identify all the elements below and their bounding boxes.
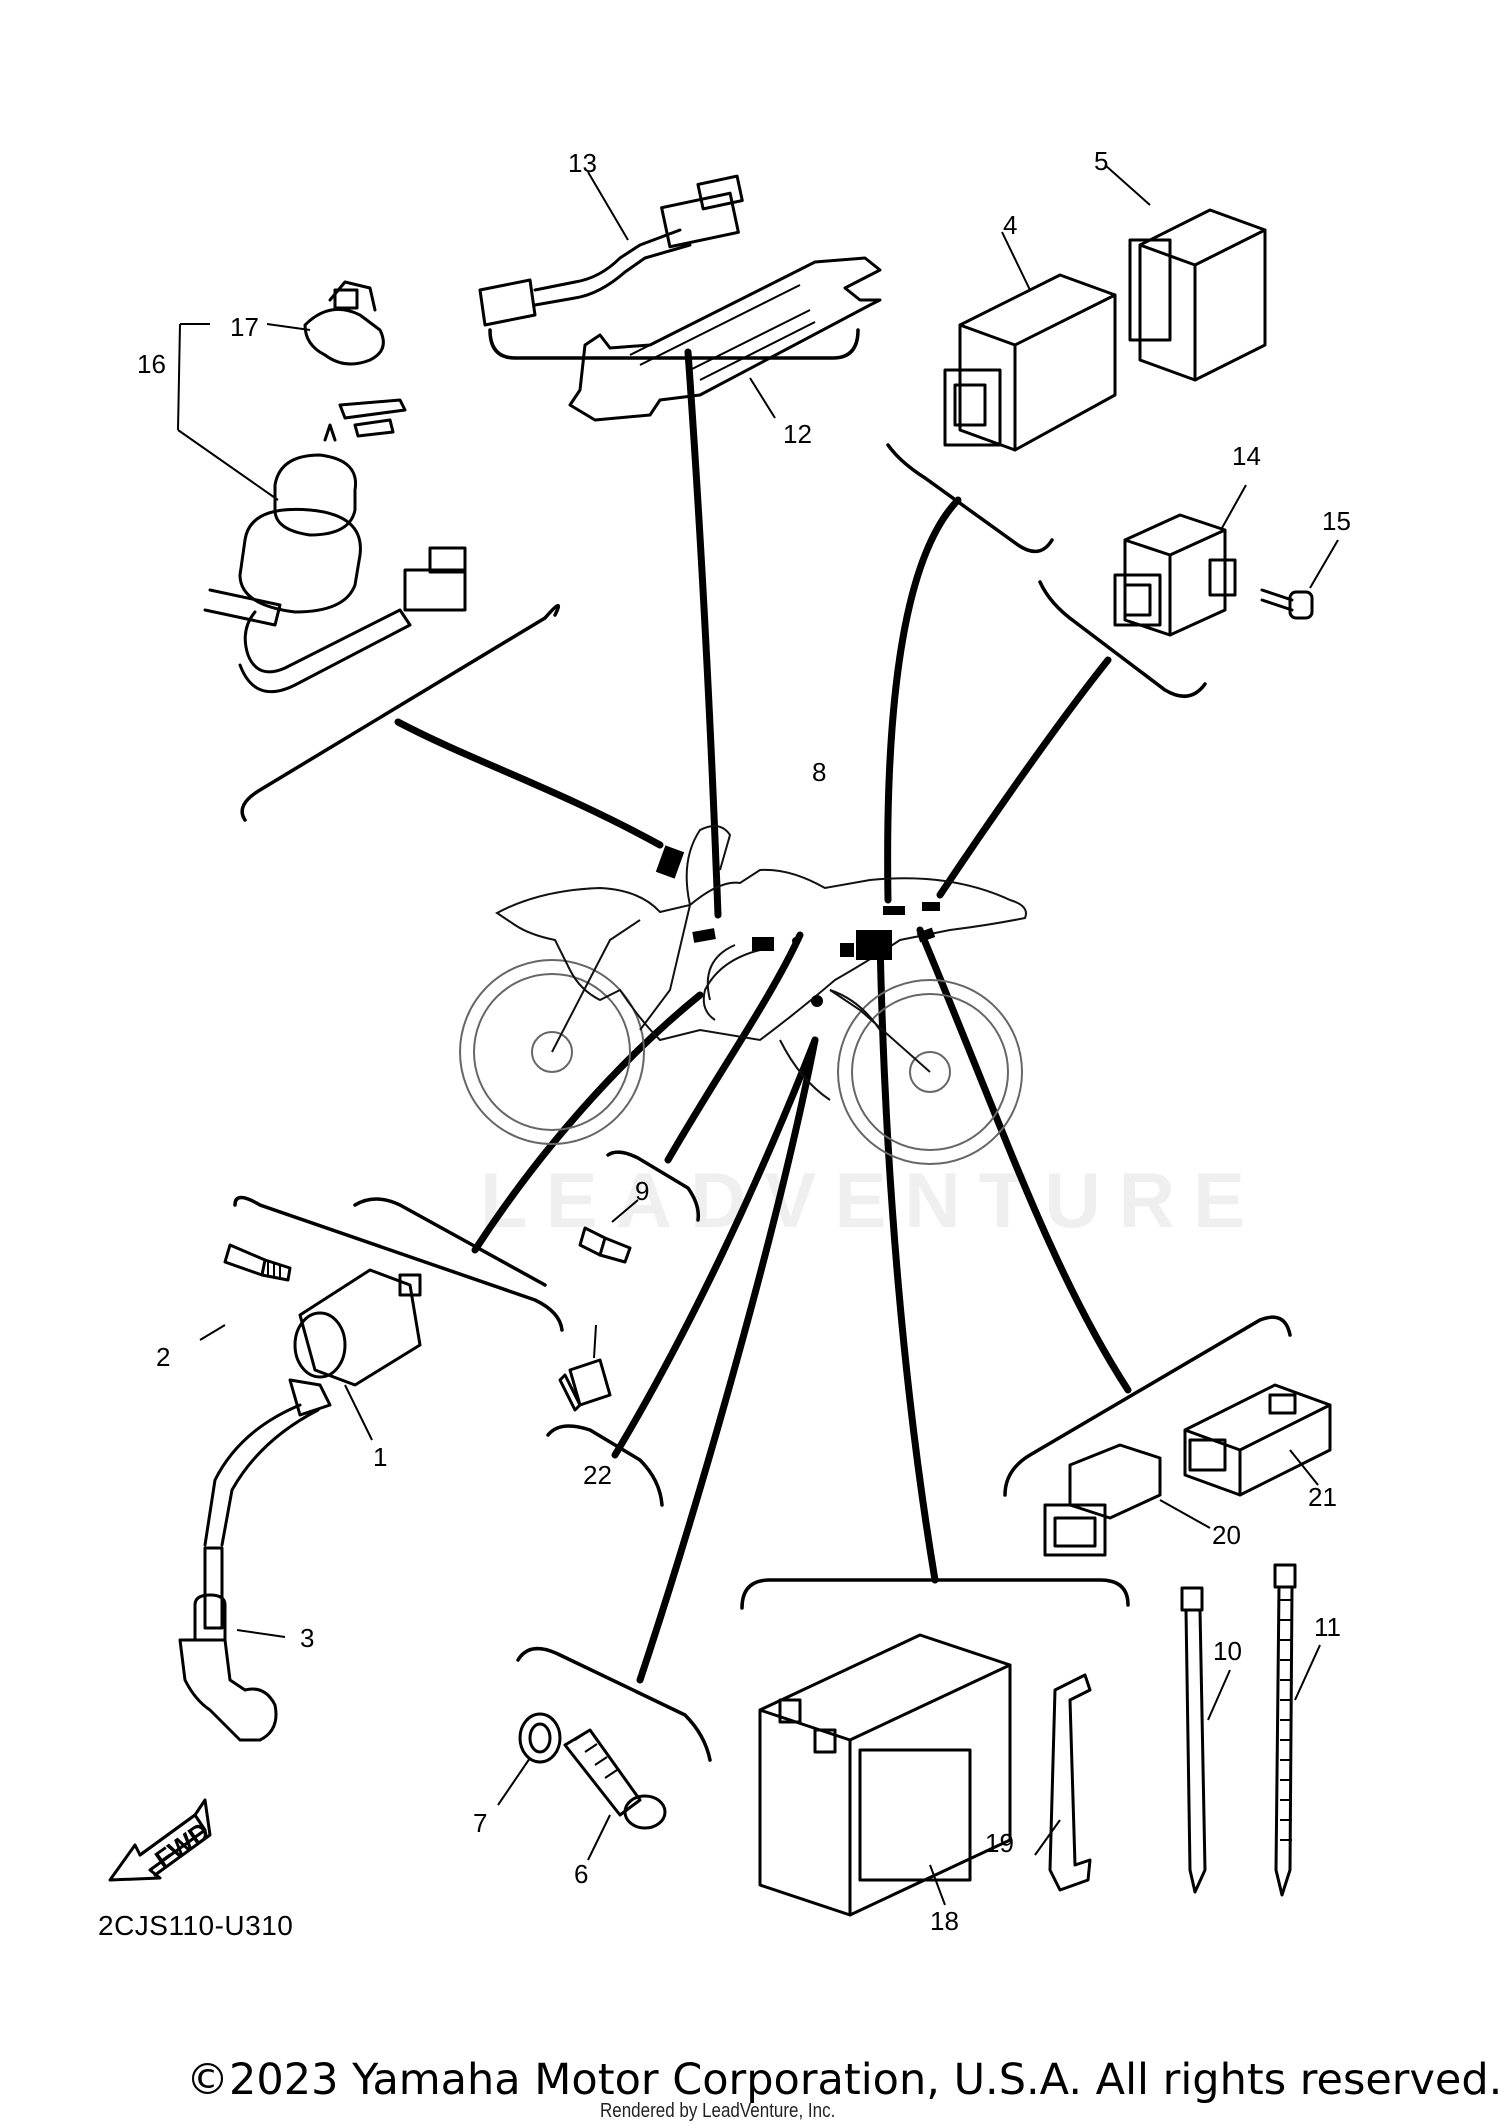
callout-1: 1 — [373, 1442, 387, 1472]
lead-wire-and-plate — [478, 171, 882, 422]
fwd-arrow-icon: FWD — [108, 1798, 215, 1882]
bolt-9 — [578, 1199, 639, 1264]
callout-15: 15 — [1322, 506, 1351, 536]
callout-21: 21 — [1308, 1482, 1337, 1512]
callout-16: 16 — [137, 349, 166, 379]
callout-2: 2 — [156, 1342, 170, 1372]
main-switch-assembly — [177, 280, 467, 694]
callout-6: 6 — [574, 1859, 588, 1889]
callout-10: 10 — [1213, 1636, 1242, 1666]
cable-ties — [1180, 1563, 1321, 1897]
callout-numbers: 13 12 4 5 14 15 16 17 8 9 2 1 22 3 7 6 1… — [137, 146, 1351, 1936]
leader-lines — [394, 348, 1132, 1684]
couplers — [1043, 1383, 1332, 1557]
callout-4: 4 — [1003, 210, 1017, 240]
callout-19: 19 — [985, 1828, 1014, 1858]
diagram-code: 2CJS110-U310 — [98, 1910, 294, 1941]
ignition-coil-group — [178, 1243, 422, 1742]
callout-20: 20 — [1212, 1520, 1241, 1550]
callout-5: 5 — [1094, 146, 1108, 176]
callout-9: 9 — [635, 1176, 649, 1206]
sensor-and-washer — [497, 1712, 667, 1861]
callout-12: 12 — [783, 419, 812, 449]
callout-11: 11 — [1314, 1612, 1341, 1642]
callout-7: 7 — [473, 1808, 487, 1838]
motorcycle-outline — [459, 825, 1027, 1165]
callout-14: 14 — [1232, 441, 1261, 471]
fuse-22 — [558, 1324, 612, 1412]
callout-22: 22 — [583, 1460, 612, 1490]
group-brackets — [233, 328, 1292, 1762]
callout-18: 18 — [930, 1906, 959, 1936]
callout-3: 3 — [300, 1623, 314, 1653]
callout-8: 8 — [812, 757, 826, 787]
rendered-by-notice: Rendered by LeadVenture, Inc. — [600, 2100, 836, 2122]
watermark: LEADVENTURE — [480, 1156, 1264, 1244]
relay-and-bolt — [1113, 484, 1339, 637]
callout-17: 17 — [230, 312, 259, 342]
callout-13: 13 — [568, 148, 597, 178]
cdi-and-cover — [943, 164, 1267, 452]
copyright-notice: ©2023 Yamaha Motor Corporation, U.S.A. A… — [186, 2055, 1500, 2105]
battery-and-band — [758, 1633, 1092, 1917]
